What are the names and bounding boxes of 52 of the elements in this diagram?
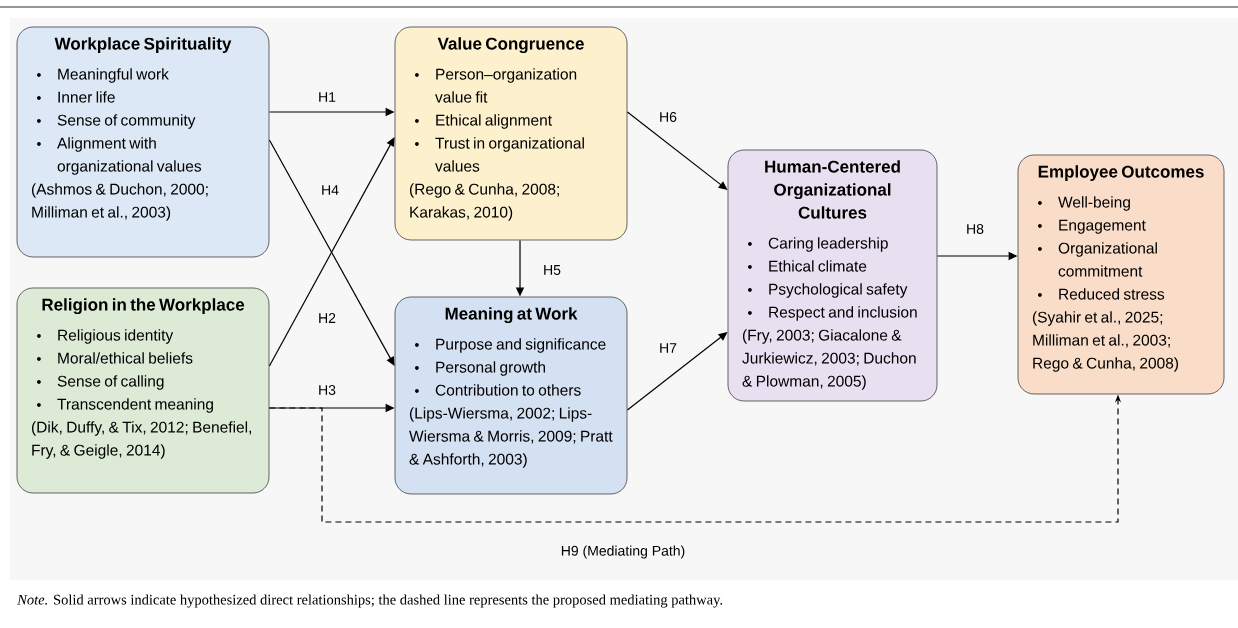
edge-label: H7 — [657, 341, 679, 355]
box-heading: Meaning at Work — [445, 307, 578, 324]
edge-label: H6 — [657, 110, 679, 124]
bullet-item: Contribution to others — [415, 384, 581, 396]
concept-box — [394, 296, 628, 495]
bullet-item: Personal growth — [415, 361, 545, 376]
bullet-item: Reduced stress — [1038, 288, 1165, 300]
bullet-item: Psychological safety — [748, 283, 908, 298]
citation-text: (Lips-Wiersma, 2002; Lips-Wiersma & Morris, 2009; Pratt & Ashforth, 2003) — [409, 407, 613, 468]
bullet-item: Trust in organizational values — [415, 137, 584, 172]
box-heading: Workplace Spirituality — [54, 37, 232, 54]
concept-box — [16, 287, 270, 494]
citation-text: (Fry, 2003; Giacalone & Jurkiewicz, 2003; Duchon & Plowman, 2005) — [742, 329, 916, 390]
caption: Note. Solid arrows indicate hypothesized direct relationships; the dashed line represents the proposed mediating pathway. — [17, 594, 723, 608]
bullet-item: Organizational commitment — [1038, 242, 1157, 277]
bullet-item: Moral/ethical beliefs — [37, 352, 193, 364]
edge-label: H5 — [541, 263, 563, 277]
bullet-item: Caring leadership — [748, 237, 888, 252]
arrow — [626, 332, 728, 411]
bullet-item: Purpose and significance — [415, 338, 606, 353]
edge-label: H4 — [319, 183, 341, 197]
bullet-item: Sense of community — [37, 114, 196, 129]
edge-label: H1 — [316, 90, 338, 104]
bullet-item: Alignment with organizational values — [37, 137, 202, 175]
bullet-item: Religious identity — [37, 329, 174, 344]
citation-text: (Dik, Duffy, & Tix, 2012; Benefiel, Fry, & Geigle, 2014) — [31, 421, 251, 459]
box-heading: Human-Centered Organizational Cultures — [765, 160, 900, 219]
bullet-item: Person–organization value fit — [415, 68, 577, 103]
bullet-item: Sense of calling — [37, 375, 164, 390]
box-heading: Value Congruence — [437, 37, 584, 54]
bullet-item: Ethical alignment — [415, 114, 552, 129]
arrow — [626, 111, 728, 190]
bullet-item: Meaningful work — [37, 68, 169, 83]
citation-text: (Syahir et al., 2025; Milliman et al., 2003; Rego & Cunha, 2008) — [1032, 311, 1179, 372]
edge-label: H9 (Mediating Path) — [558, 543, 688, 561]
bullet-item: Ethical climate — [748, 260, 867, 272]
box-heading: Employee Outcomes — [1038, 165, 1204, 182]
bullet-item: Respect and inclusion — [748, 306, 917, 321]
citation-text: (Ashmos & Duchon, 2000; Milliman et al., 2003) — [31, 183, 208, 221]
concept-box — [1017, 154, 1225, 395]
bullet-item: Transcendent meaning — [37, 398, 213, 413]
concept-box — [727, 149, 938, 402]
bullet-item: Inner life — [37, 91, 115, 103]
bullet-item: Engagement — [1038, 219, 1146, 234]
concept-box — [394, 26, 628, 241]
edge-label: H8 — [964, 222, 986, 236]
concept-box — [16, 26, 270, 258]
edge-label: H2 — [316, 311, 338, 325]
box-heading: Religion in the Workplace — [42, 298, 245, 315]
bullet-item: Well-being — [1038, 196, 1130, 211]
edge-label: H3 — [316, 383, 338, 397]
citation-text: (Rego & Cunha, 2008; Karakas, 2010) — [409, 183, 559, 221]
